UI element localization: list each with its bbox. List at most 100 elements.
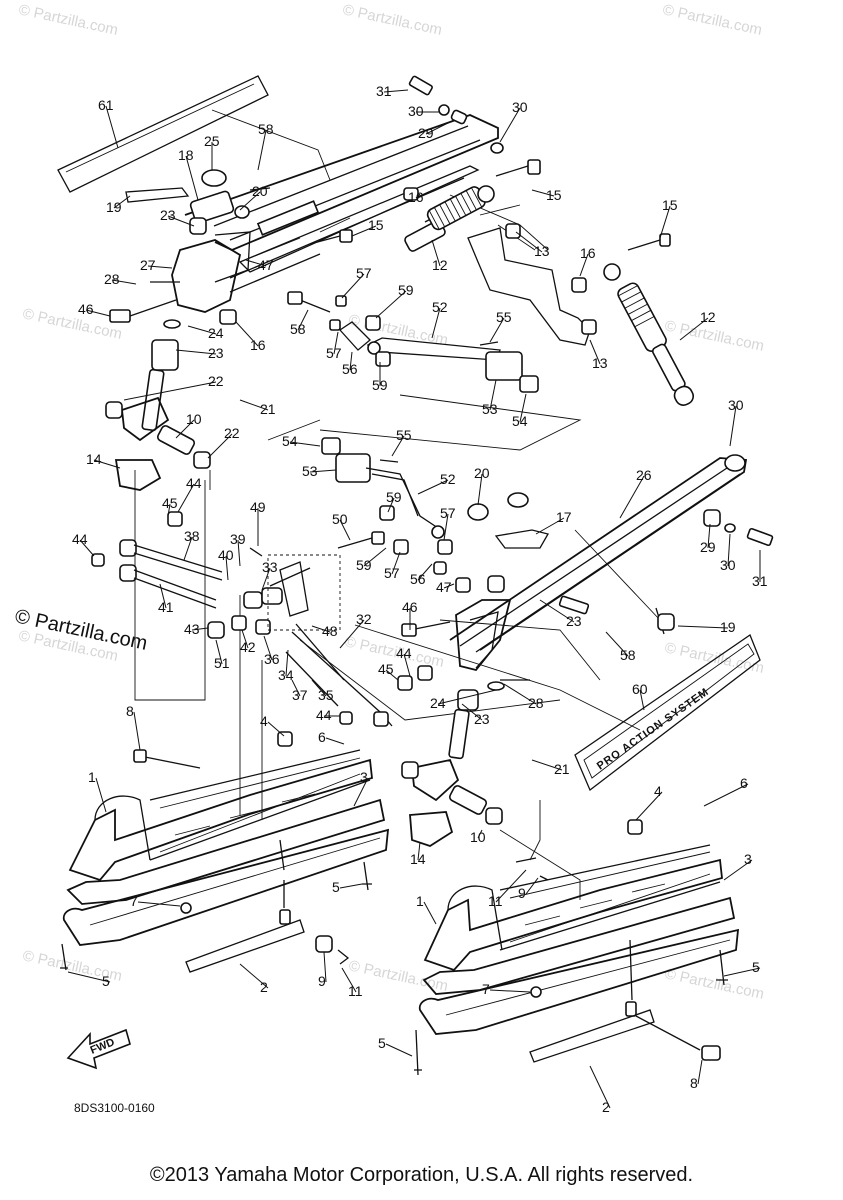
leader-line — [177, 483, 195, 513]
callout-57: 57 — [440, 505, 456, 521]
hardware-top — [403, 75, 671, 293]
leader-line — [619, 475, 645, 519]
callout-36: 36 — [264, 651, 280, 667]
leader-line — [159, 583, 167, 609]
callout-44: 44 — [316, 707, 332, 723]
leader-line — [351, 225, 377, 237]
leader-line — [589, 339, 601, 365]
callout-4: 4 — [654, 783, 662, 799]
callout-6: 6 — [740, 775, 748, 791]
leader-line — [237, 539, 241, 567]
leader-line — [431, 307, 441, 339]
leader-line — [245, 259, 267, 267]
callout-55: 55 — [496, 309, 512, 325]
callout-30: 30 — [408, 103, 424, 119]
leader-line — [437, 689, 497, 705]
callout-43: 43 — [184, 621, 200, 637]
callout-7: 7 — [482, 981, 490, 997]
leader-line — [403, 653, 411, 677]
callout-19: 19 — [106, 199, 122, 215]
leader-line — [461, 703, 483, 721]
leader-line — [191, 627, 209, 631]
callout-54: 54 — [512, 413, 528, 429]
callout-25: 25 — [204, 133, 220, 149]
callout-5: 5 — [332, 879, 340, 895]
callout-59: 59 — [372, 377, 388, 393]
leader-line — [477, 829, 483, 839]
leader-line — [207, 433, 233, 459]
callout-61: 61 — [98, 97, 114, 113]
leader-line — [635, 791, 663, 821]
leader-line — [133, 711, 141, 751]
leader-line — [297, 309, 309, 331]
callout-7: 7 — [130, 893, 138, 909]
callout-15: 15 — [662, 197, 678, 213]
leader-line — [443, 583, 455, 589]
callout-18: 18 — [178, 147, 194, 163]
callout-45: 45 — [378, 661, 394, 677]
leader-line — [85, 309, 111, 317]
leader-line — [349, 351, 353, 371]
callout-33: 33 — [262, 559, 278, 575]
callout-52: 52 — [432, 299, 448, 315]
leader-line — [727, 533, 731, 567]
callout-39: 39 — [230, 531, 246, 547]
callout-24: 24 — [208, 325, 224, 341]
callout-52: 52 — [440, 471, 456, 487]
leader-line — [311, 625, 331, 633]
callout-41: 41 — [158, 599, 174, 615]
callout-6: 6 — [318, 729, 326, 745]
callout-47: 47 — [258, 257, 274, 273]
callout-48: 48 — [322, 623, 338, 639]
leader-line — [333, 331, 339, 355]
leader-line — [417, 841, 421, 861]
leader-line — [363, 547, 387, 567]
leader-line — [291, 679, 301, 697]
callout-47: 47 — [436, 579, 452, 595]
leader-line — [387, 497, 395, 513]
callout-59: 59 — [398, 282, 414, 298]
leader-line — [391, 435, 405, 457]
callout-58: 58 — [620, 647, 636, 663]
ski-left — [60, 731, 390, 973]
leader-line — [425, 119, 455, 135]
callout-17: 17 — [556, 509, 572, 525]
callout-leaders — [67, 89, 761, 1109]
front-arm-right — [401, 492, 590, 847]
shock-absorber-right — [603, 263, 695, 406]
leader-line — [187, 325, 217, 335]
leader-line — [723, 859, 753, 881]
callout-54: 54 — [282, 433, 298, 449]
callout-44: 44 — [186, 475, 202, 491]
callout-3: 3 — [744, 851, 752, 867]
callout-13: 13 — [592, 355, 608, 371]
callout-50: 50 — [332, 511, 348, 527]
callout-29: 29 — [418, 125, 434, 141]
callout-26: 26 — [636, 467, 652, 483]
leader-line — [385, 669, 399, 681]
callout-46: 46 — [78, 301, 94, 317]
callout-15: 15 — [368, 217, 384, 233]
callout-35: 35 — [318, 687, 334, 703]
leader-line — [415, 193, 421, 199]
callout-9: 9 — [518, 885, 526, 901]
watermark-text: © Partzilla.com — [663, 965, 765, 1003]
leader-line — [339, 619, 365, 649]
leader-line — [137, 901, 181, 907]
leader-line — [531, 759, 563, 771]
callout-44: 44 — [72, 531, 88, 547]
callout-30: 30 — [728, 397, 744, 413]
pivot-shafts — [91, 511, 433, 727]
leader-line — [185, 155, 199, 201]
callout-4: 4 — [260, 713, 268, 729]
callout-12: 12 — [700, 309, 716, 325]
shock-absorber-upper — [404, 185, 495, 252]
leader-line — [289, 441, 321, 447]
watermark-text: © Partzilla.com — [341, 1, 443, 39]
callout-60: 60 — [632, 681, 648, 697]
leader-line — [519, 393, 527, 423]
callout-5: 5 — [102, 973, 110, 989]
callout-28: 28 — [104, 271, 120, 287]
callout-8: 8 — [126, 703, 134, 719]
callout-13: 13 — [534, 243, 550, 259]
